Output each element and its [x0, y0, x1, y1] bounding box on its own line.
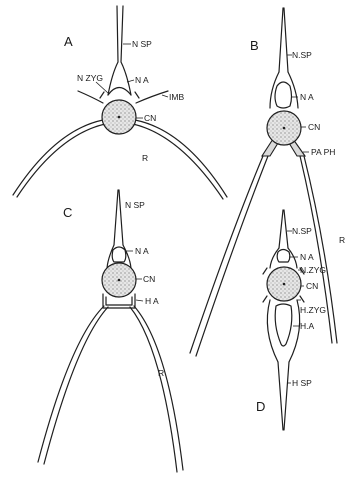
a-label-imb: IMB	[169, 92, 184, 102]
a-intermuscular-bone-left	[78, 91, 103, 103]
b-label-papr: PA PH	[311, 147, 335, 157]
d-label-hzyg: H.ZYG	[300, 305, 326, 315]
b-neural-arch	[270, 72, 298, 108]
c-label-na: N A	[135, 246, 149, 256]
d-label-nsp: N.SP	[292, 226, 312, 236]
panel-d-letter: D	[256, 399, 265, 414]
panel-a: A N SP N ZYG N A IMB CN R	[13, 6, 227, 199]
a-rib-left	[13, 120, 105, 197]
b-label-na: N A	[300, 92, 314, 102]
c-label-cn: CN	[143, 274, 155, 284]
a-label-nsp: N SP	[132, 39, 152, 49]
a-intermuscular-bone-right	[136, 91, 168, 103]
c-rib-left	[38, 306, 108, 464]
panel-c: C N SP N A CN H A R	[38, 190, 183, 472]
d-neural-arch	[270, 248, 297, 268]
d-label-hsp: H SP	[292, 378, 312, 388]
d-label-ha: H.A	[300, 321, 315, 331]
c-label-ha: H A	[145, 296, 159, 306]
d-label-cn: CN	[306, 281, 318, 291]
a-label-r: R	[142, 153, 148, 163]
d-haemal-arch	[267, 300, 299, 362]
b-label-r: R	[339, 235, 345, 245]
a-neural-arch	[108, 88, 131, 96]
panel-c-letter: C	[63, 205, 72, 220]
d-haemal-spine	[278, 362, 289, 430]
a-label-nzyg: N ZYG	[77, 73, 103, 83]
a-zygapophyses	[100, 92, 139, 98]
d-neural-spine	[279, 210, 288, 248]
d-label-na: N A	[300, 252, 314, 262]
panel-b-letter: B	[250, 38, 259, 53]
panel-d: D N.SP N A N.ZYG CN H.ZYG H.A H SP	[256, 210, 326, 430]
c-neural-spine	[114, 190, 123, 245]
c-label-nsp: N SP	[125, 200, 145, 210]
a-label-cn: CN	[144, 113, 156, 123]
c-label-r: R	[158, 368, 164, 378]
c-rib-right	[130, 306, 183, 472]
panel-a-letter: A	[64, 34, 73, 49]
b-rib-left	[190, 156, 268, 356]
b-label-nsp: N.SP	[292, 50, 312, 60]
b-label-cn: CN	[308, 122, 320, 132]
panel-b: B N.SP N A CN PA PH R	[190, 8, 345, 356]
d-label-nzyg: N.ZYG	[300, 265, 326, 275]
a-label-na: N A	[135, 75, 149, 85]
b-neural-spine	[279, 8, 288, 72]
